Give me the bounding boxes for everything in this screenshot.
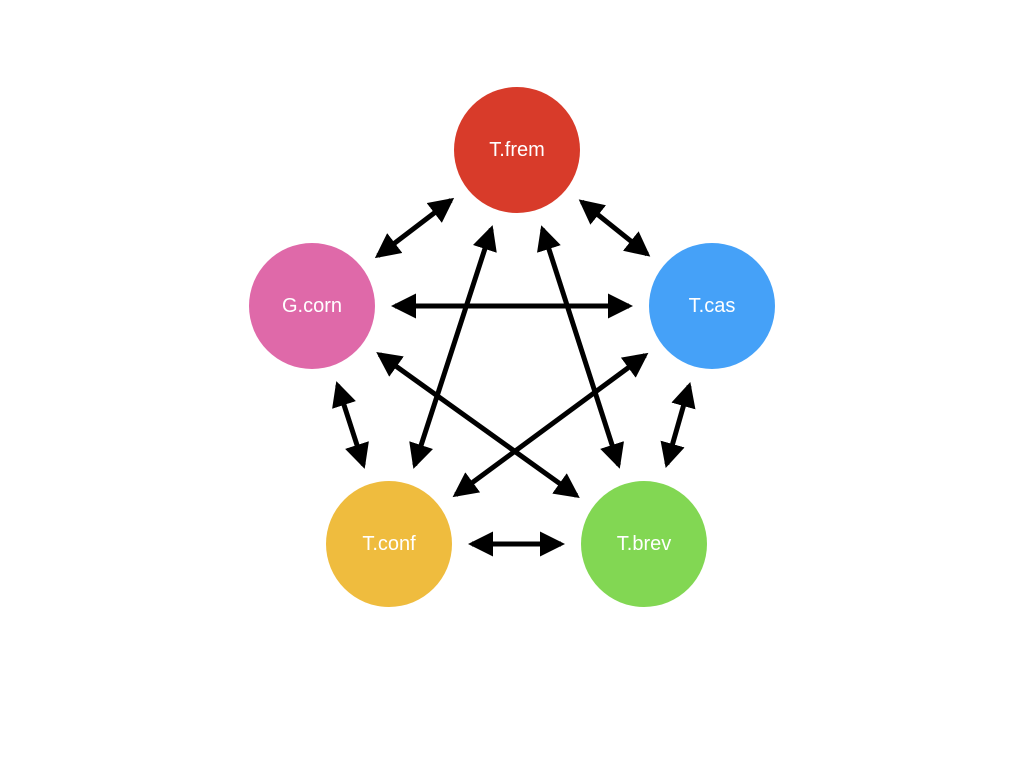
node-frem-label: T.frem <box>489 139 545 161</box>
node-frem: T.frem <box>454 87 580 213</box>
node-cas-circle <box>649 243 775 369</box>
edge-frem-cas <box>578 199 651 257</box>
node-brev: T.brev <box>581 481 707 607</box>
edge-frem-corn <box>374 197 455 259</box>
node-brev-circle <box>581 481 707 607</box>
edge-frem-brev <box>537 225 624 469</box>
edge-frem-conf <box>409 225 497 469</box>
node-cas-label: T.cas <box>689 295 736 317</box>
node-corn-label: G.corn <box>282 295 342 317</box>
edge-cas-brev <box>660 381 696 469</box>
node-corn: G.corn <box>249 243 375 369</box>
edges-layer <box>332 197 696 557</box>
edge-corn-conf <box>332 381 369 469</box>
node-cas: T.cas <box>649 243 775 369</box>
node-conf-label: T.conf <box>362 533 416 555</box>
node-conf: T.conf <box>326 481 452 607</box>
node-corn-circle <box>249 243 375 369</box>
edge-cas-conf <box>452 352 649 498</box>
node-frem-circle <box>454 87 580 213</box>
node-brev-label: T.brev <box>617 533 671 555</box>
node-conf-circle <box>326 481 452 607</box>
